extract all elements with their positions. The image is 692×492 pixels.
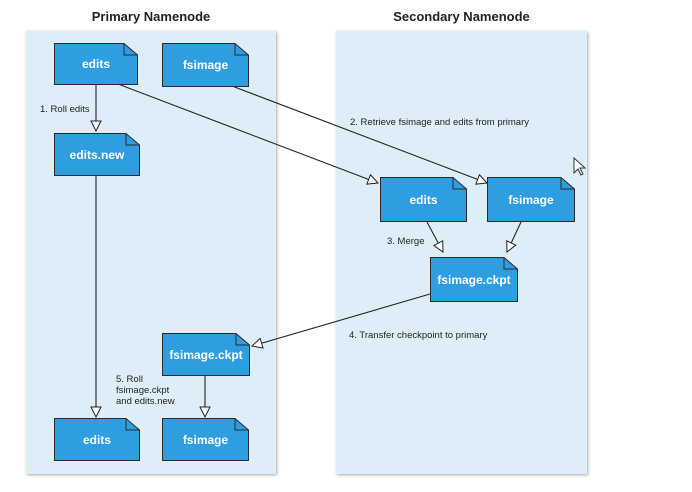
secondary-edits-doc: edits	[380, 177, 467, 222]
step-5-label: 5. Roll fsimage.ckpt and edits.new	[116, 374, 175, 407]
step-3-label: 3. Merge	[387, 236, 425, 247]
arrow-secondary-edits-to-ckpt	[426, 221, 443, 252]
secondary-namenode-title: Secondary Namenode	[393, 9, 530, 24]
step-2-label: 2. Retrieve fsimage and edits from prima…	[350, 117, 529, 128]
primary-namenode-panel	[26, 31, 276, 474]
primary-edits-final-label: edits	[82, 432, 111, 447]
secondary-fsimage-doc: fsimage	[487, 177, 575, 222]
secondary-fsimage-ckpt-label: fsimage.ckpt	[437, 272, 511, 287]
primary-edits-new-doc: edits.new	[54, 133, 140, 176]
primary-edits-label: edits	[81, 57, 110, 71]
primary-fsimage-final-label: fsimage	[182, 432, 229, 447]
primary-fsimage-label: fsimage	[182, 58, 229, 72]
primary-fsimage-doc: fsimage	[162, 43, 249, 87]
arrow-fsimage-to-secondary-fsimage	[231, 85, 487, 183]
primary-fsimage-ckpt-doc: fsimage.ckpt	[162, 333, 250, 376]
arrow-edits-to-secondary-edits	[117, 83, 378, 183]
mouse-pointer-icon	[573, 157, 587, 176]
step-4-label: 4. Transfer checkpoint to primary	[349, 330, 488, 341]
secondary-fsimage-ckpt-doc: fsimage.ckpt	[430, 257, 518, 302]
primary-fsimage-ckpt-label: fsimage.ckpt	[169, 347, 243, 362]
secondary-fsimage-label: fsimage	[508, 192, 554, 207]
step-5-line-1: 5. Roll	[116, 374, 143, 385]
primary-namenode-title: Primary Namenode	[91, 9, 211, 24]
step-5-line-2: fsimage.ckpt	[116, 385, 170, 396]
primary-edits-new-label: edits.new	[69, 147, 125, 162]
arrow-ckpt-to-primary	[252, 293, 431, 346]
step-5-line-3: and edits.new	[116, 396, 175, 407]
primary-edits-final-doc: edits	[54, 418, 140, 461]
secondary-edits-label: edits	[409, 192, 438, 207]
primary-fsimage-final-doc: fsimage	[162, 418, 249, 461]
arrow-secondary-fsimage-to-ckpt	[507, 221, 522, 252]
step-1-label: 1. Roll edits	[40, 104, 90, 115]
secondary-namenode-panel	[336, 31, 587, 474]
primary-edits-doc: edits	[54, 43, 138, 85]
